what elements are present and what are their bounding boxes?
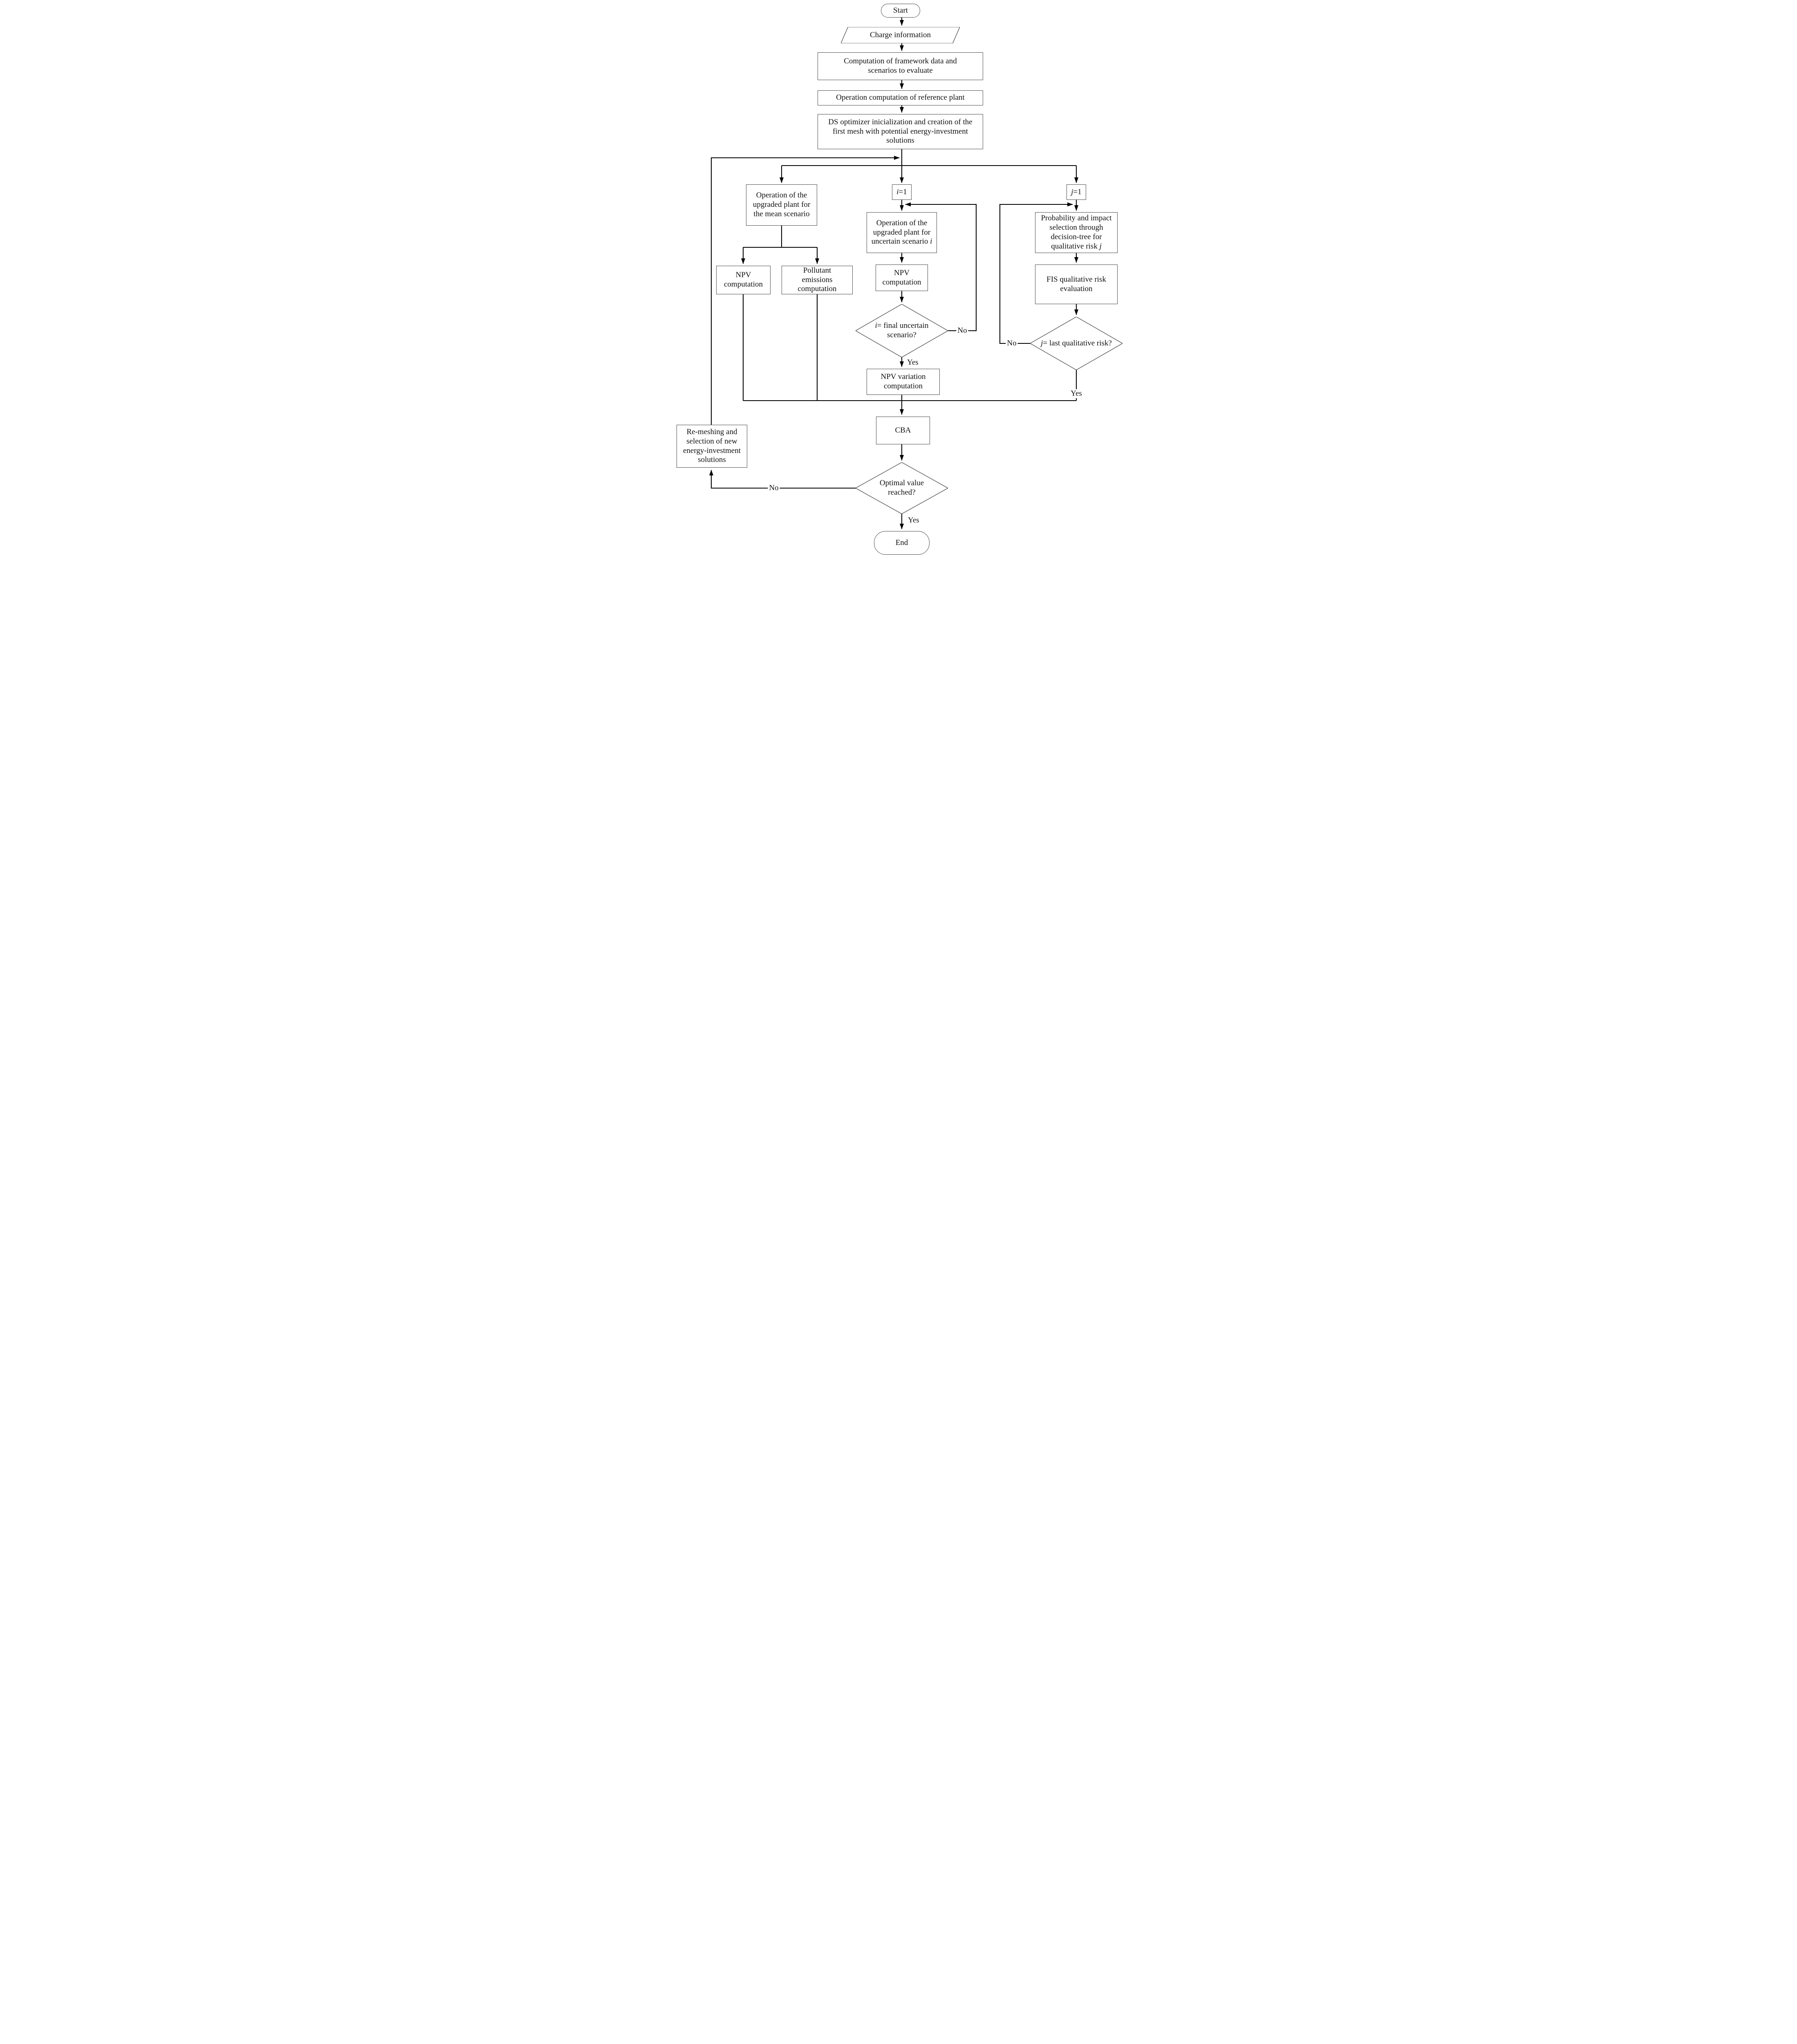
node-operation-uncertain-scenario: Operation of the upgraded plant for unce… (867, 212, 937, 253)
decision-i-final-label: i= final uncertain scenario? (867, 321, 937, 340)
node-probability-impact-text: Probability and impact selection through… (1041, 214, 1112, 251)
node-remeshing-selection-label: Re-meshing and selection of new energy-i… (683, 427, 741, 464)
node-probability-impact-selection: Probability and impact selection through… (1035, 212, 1118, 253)
node-npv-computation-uncertain: NPV computation (876, 264, 928, 291)
node-pollutant-emissions-label: Pollutant emissions computation (798, 266, 837, 294)
node-probability-impact-var: j (1099, 242, 1102, 251)
diamond-shape (856, 304, 948, 357)
node-start: Start (881, 4, 920, 18)
decision-j-last-rest: = last qualitative risk? (1043, 338, 1112, 347)
node-j-equals-1: j=1 (1067, 184, 1086, 200)
node-charge-information: Charge information (841, 27, 960, 43)
node-end-label: End (895, 538, 908, 547)
node-operation-reference-plant-label: Operation computation of reference plant (836, 93, 965, 102)
decision-j-last-qualitative-risk: j= last qualitative risk? (1030, 317, 1123, 370)
node-cba-label: CBA (895, 426, 911, 435)
node-j-equals-1-rest: =1 (1073, 187, 1082, 196)
node-operation-uncertain-scenario-label: Operation of the upgraded plant for unce… (871, 219, 932, 247)
node-probability-impact-selection-label: Probability and impact selection through… (1037, 214, 1115, 251)
edge-label-j-yes: Yes (1069, 389, 1083, 398)
diamond-shape (856, 462, 948, 514)
node-start-label: Start (893, 6, 908, 15)
node-j-equals-1-var: j (1071, 187, 1073, 196)
decision-j-last-label: j= last qualitative risk? (1041, 339, 1112, 348)
node-i-equals-1-rest: =1 (898, 187, 907, 196)
diamond-shape (1030, 317, 1123, 370)
node-charge-information-label: Charge information (870, 30, 931, 39)
edge-remesh-loop-up (710, 156, 900, 425)
node-framework-computation-label: Computation of framework data and scenar… (844, 57, 957, 75)
node-npv-computation-mean: NPV computation (716, 266, 771, 294)
node-i-equals-1-label: i=1 (896, 188, 907, 197)
flowchart-canvas: Start Charge information Computation of … (674, 0, 1123, 558)
node-operation-mean-scenario-label: Operation of the upgraded plant for the … (753, 191, 811, 218)
node-ds-optimizer-init-label: DS optimizer inicialization and creation… (828, 117, 972, 145)
decision-optimal-value-label: Optimal value reached? (879, 479, 924, 497)
edge-label-i-no: No (956, 326, 968, 335)
node-ds-optimizer-init: DS optimizer inicialization and creation… (818, 114, 983, 149)
node-npv-computation-mean-label: NPV computation (724, 271, 763, 289)
node-end: End (874, 531, 930, 555)
node-i-equals-1-var: i (896, 187, 899, 196)
node-cba: CBA (876, 417, 930, 444)
node-i-equals-1: i=1 (892, 184, 912, 200)
decision-i-final-uncertain-scenario: i= final uncertain scenario? (856, 304, 948, 357)
edge-label-i-yes: Yes (906, 358, 920, 367)
node-j-equals-1-label: j=1 (1071, 188, 1082, 197)
decision-optimal-value-reached: Optimal value reached? (856, 462, 948, 514)
decision-i-final-var: i (875, 321, 877, 330)
edge-label-opt-no: No (768, 484, 780, 493)
node-npv-computation-uncertain-label: NPV computation (882, 268, 921, 287)
node-operation-reference-plant: Operation computation of reference plant (818, 90, 983, 105)
edge-label-j-no: No (1006, 339, 1018, 348)
decision-j-last-var: j (1041, 338, 1043, 347)
parallelogram-shape (841, 27, 960, 43)
node-operation-uncertain-scenario-text: Operation of the upgraded plant for unce… (871, 218, 931, 246)
node-remeshing-selection: Re-meshing and selection of new energy-i… (677, 425, 747, 468)
node-operation-mean-scenario: Operation of the upgraded plant for the … (746, 184, 817, 226)
edge-label-opt-yes: Yes (907, 516, 921, 525)
node-pollutant-emissions: Pollutant emissions computation (782, 266, 853, 294)
node-framework-computation: Computation of framework data and scenar… (818, 52, 983, 80)
node-npv-variation-label: NPV variation computation (881, 372, 926, 390)
edge-optimal-no-to-remesh (709, 470, 857, 489)
node-fis-qualitative-risk: FIS qualitative risk evaluation (1035, 264, 1118, 304)
node-fis-qualitative-risk-label: FIS qualitative risk evaluation (1046, 275, 1106, 293)
node-npv-variation: NPV variation computation (867, 369, 940, 395)
decision-i-final-rest: = final uncertain scenario? (877, 321, 929, 339)
node-operation-uncertain-scenario-var: i (930, 237, 932, 246)
